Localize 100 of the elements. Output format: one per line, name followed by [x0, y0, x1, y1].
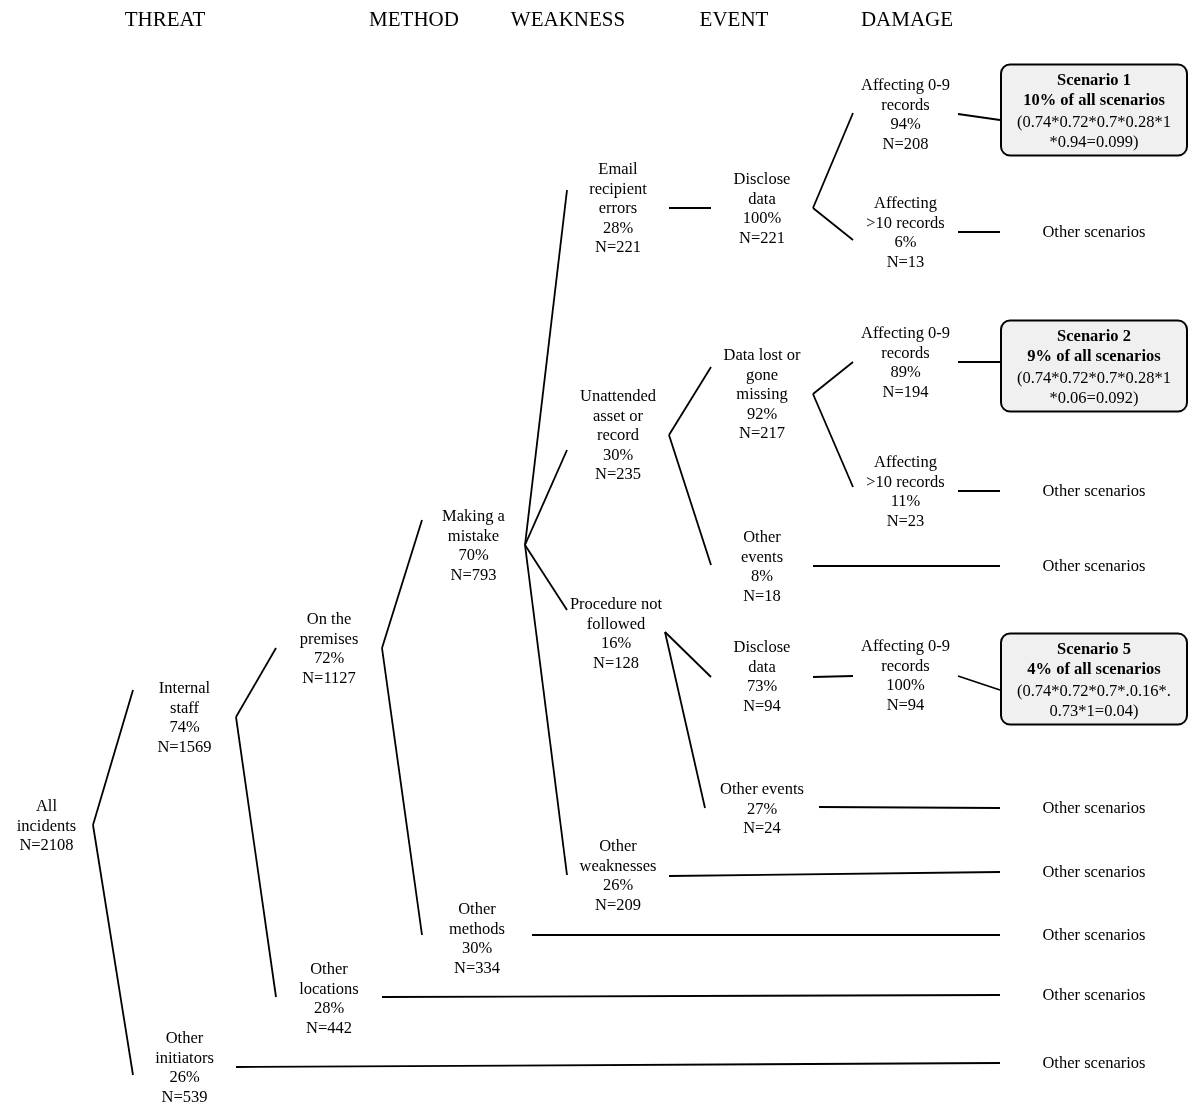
branch-line: [812, 207, 854, 241]
scenario-box: [1000, 63, 1188, 157]
branch-line: [957, 675, 1001, 691]
branch-count: N=194: [882, 381, 929, 401]
branch-percentage: 26%: [602, 875, 634, 895]
column-heading: METHOD: [369, 10, 459, 30]
branch-line: [812, 361, 854, 395]
branch-percentage: 70%: [458, 545, 489, 565]
branch-percentage: 11%: [890, 491, 921, 511]
branch-line: [812, 565, 1001, 567]
branch-count: N=1569: [157, 736, 212, 756]
branch-name: Unattended asset or record: [578, 386, 658, 445]
branch-percentage: 74%: [169, 717, 200, 737]
scenario-title: Scenario 2: [1057, 325, 1131, 345]
branch-count: N=13: [886, 251, 925, 271]
branch-line: [812, 393, 854, 488]
column-heading: EVENT: [699, 10, 769, 30]
branch-percentage: 28%: [313, 998, 345, 1018]
branch-percentage: 8%: [751, 566, 773, 586]
branch-line: [381, 519, 423, 649]
branch-count: N=334: [454, 957, 500, 977]
branch-count: N=209: [595, 894, 641, 914]
branch-line: [668, 434, 712, 566]
branch-line: [524, 189, 568, 546]
branch-count: N=539: [161, 1086, 208, 1106]
branch-name: Affecting >10 records: [865, 452, 946, 491]
branch-line: [664, 631, 706, 809]
branch-name: Other scenarios: [1042, 925, 1146, 945]
branch-line: [957, 231, 1001, 233]
branch-percentage: 94%: [890, 114, 921, 134]
branch-percentage: 27%: [746, 798, 778, 818]
scenario-formula: (0.74*0.72*0.7*.0.16*. 0.73*1=0.04): [1016, 680, 1172, 720]
branch-count: N=235: [595, 464, 641, 484]
branch-line: [818, 806, 1001, 809]
branch-percentage: 26%: [169, 1067, 200, 1087]
branch-name: Other weaknesses: [578, 836, 658, 875]
branch-count: N=24: [743, 817, 781, 838]
branch-name: Affecting 0-9 records: [860, 323, 951, 362]
branch-count: N=221: [739, 227, 785, 247]
branch-count: N=23: [886, 510, 925, 530]
branch-line: [235, 1062, 1001, 1068]
scenario-share: 9% of all scenarios: [1027, 345, 1161, 365]
branch-line: [957, 361, 1001, 363]
branch-name: Data lost or gone missing: [722, 345, 802, 404]
branch-name: Other locations: [298, 959, 360, 998]
branch-line: [957, 113, 1001, 121]
branch-count: N=208: [882, 133, 929, 153]
branch-line: [668, 366, 712, 436]
branch-name: All incidents: [15, 795, 78, 835]
scenario-share: 10% of all scenarios: [1023, 89, 1165, 109]
branch-count: N=18: [743, 585, 781, 605]
branch-percentage: 89%: [890, 362, 921, 382]
branch-count: N=128: [593, 652, 639, 672]
branch-count: N=94: [886, 694, 925, 714]
branch-name: Affecting >10 records: [865, 193, 946, 232]
branch-name: Other events: [720, 778, 804, 799]
scenario-formula: (0.74*0.72*0.7*0.28*1 *0.06=0.092): [1016, 367, 1172, 407]
branch-percentage: 16%: [600, 633, 632, 653]
branch-name: Other scenarios: [1042, 862, 1146, 882]
branch-name: On the premises: [298, 609, 360, 648]
column-heading: THREAT: [124, 10, 206, 30]
branch-line: [381, 994, 1001, 998]
branch-name: Procedure not followed: [568, 594, 664, 633]
column-heading: DAMAGE: [860, 10, 954, 30]
branch-percentage: 92%: [746, 403, 778, 424]
branch-count: N=221: [595, 237, 641, 257]
branch-line: [235, 716, 277, 998]
scenario-box: [1000, 632, 1188, 726]
branch-count: N=2108: [19, 834, 74, 855]
branch-percentage: 100%: [886, 675, 925, 695]
branch-count: N=793: [450, 564, 497, 584]
branch-line: [92, 824, 134, 1076]
branch-line: [524, 449, 568, 546]
branch-line: [957, 490, 1001, 492]
scenario-formula: (0.74*0.72*0.7*0.28*1 *0.94=0.099): [1016, 111, 1172, 151]
branch-name: Disclose data: [732, 169, 792, 208]
branch-line: [664, 631, 712, 678]
branch-name: Internal staff: [157, 678, 212, 717]
branch-name: Affecting 0-9 records: [860, 75, 951, 114]
scenario-title: Scenario 5: [1057, 638, 1131, 658]
branch-line: [524, 544, 568, 876]
branch-percentage: 6%: [894, 232, 917, 252]
branch-name: Other scenarios: [1042, 481, 1146, 501]
branch-line: [531, 934, 1001, 936]
branch-percentage: 72%: [313, 648, 345, 668]
scenario-box: [1000, 319, 1188, 413]
column-heading: WEAKNESS: [510, 10, 626, 30]
branch-name: Other scenarios: [1042, 222, 1146, 242]
branch-name: Disclose data: [732, 637, 792, 676]
branch-line: [812, 112, 854, 209]
branch-line: [235, 647, 277, 718]
branch-count: N=217: [739, 423, 785, 443]
branch-name: Other scenarios: [1042, 1053, 1146, 1073]
branch-count: N=442: [306, 1017, 352, 1037]
branch-percentage: 30%: [602, 444, 634, 465]
branch-percentage: 30%: [461, 938, 493, 958]
branch-percentage: 73%: [746, 676, 778, 696]
branch-line: [668, 871, 1001, 877]
branch-line: [524, 544, 568, 611]
branch-line: [668, 207, 712, 209]
